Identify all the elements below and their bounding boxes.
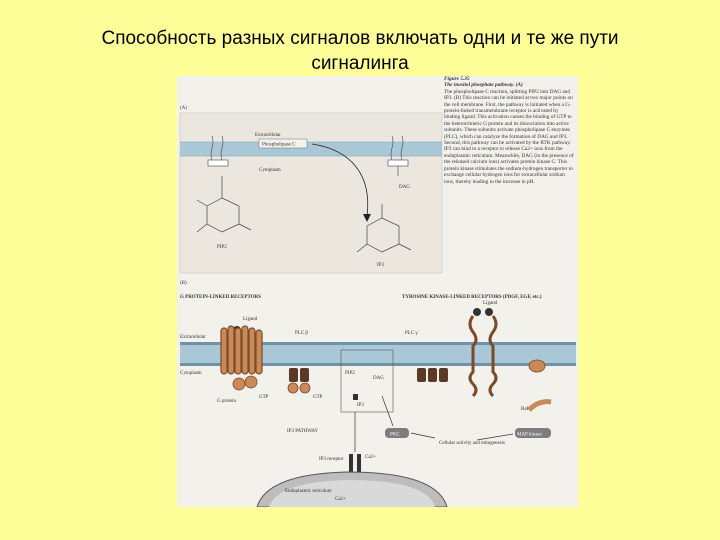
ip3-ring-right [356,204,412,253]
pathway-figure-drawing: (A) Extracellular Phospholipase C Cytopl… [179,106,576,507]
dag-lipid-right [387,135,409,176]
gtp-label-2: GTP [313,395,323,400]
raf-shape [527,399,552,412]
caption-body: The phospholipase C reaction, splitting … [444,88,574,185]
map-kinase-label: MAP kinase [517,433,542,438]
reaction-arrow [311,143,369,217]
cellular-activity-label: Cellular activity and mitogenesis [439,441,505,446]
panel-b-membrane [180,344,576,364]
ip3-receptor-shape [349,454,361,484]
slide-title-line-2: сигналинга [311,53,409,74]
rtk-receptor [468,315,498,398]
map-to-activity-arrow [476,433,514,441]
pip2-ring-left [196,176,252,233]
panel-a-extracellular-label: Extracellular [255,133,281,138]
map-kinase-box [515,428,551,438]
calcium-label-bottom: Ca2+ [335,497,346,502]
rtk-header: TYROSINE KINASE-LINKED RECEPTORS (PDGF, … [402,295,542,300]
panel-a-enzyme-label: Phospholipase C [262,143,296,148]
pip2-dag-box [340,349,394,413]
panel-b-extracellular-label: Extracellular [180,335,206,340]
panel-a-cytoplasm-label: Cytoplasm [259,168,281,173]
caption-title: Figure 5.35 [444,76,470,82]
plc-gamma-shape [417,368,448,382]
ip3-pathway-label: IP3 PATHWAY [287,429,319,434]
g-protein-label: G protein [217,399,237,404]
slide-title: Способность разных сигналов включать одн… [0,26,720,76]
reaction-arrowhead [363,214,371,222]
panel-b-cytoplasm-label: Cytoplasm [180,371,202,376]
dag-label-a: DAG [399,185,410,190]
ip3-molecule [353,394,358,400]
calcium-label-top: Ca2+ [365,455,376,460]
gtp-label-1: GTP [259,395,269,400]
ras-shape [528,359,546,373]
plc-beta-shape [289,368,309,382]
ligand-left-label: Ligand [243,317,258,322]
plc-beta-label: PLC β [295,331,308,336]
figure-caption: Figure 5.35 The inositol phosphate pathw… [444,76,576,185]
panel-a-frame [179,112,443,274]
pip2-lipid-left [207,135,229,167]
panel-b-lipid-heads [180,342,576,366]
panel-a-enzyme-box [258,138,308,149]
g-protein-header: G PROTEIN-LINKED RECEPTORS [180,295,261,300]
caption-subtitle: The inositol phosphate pathway. (A) [444,82,523,89]
pkc-label: PKC [390,433,400,438]
panel-a-lipid-heads [180,141,442,157]
er-lumen [269,480,435,507]
panel-a-membrane [180,142,442,156]
panel-a-label: (A) [180,106,187,111]
pkc-box [385,428,409,438]
plc-gamma-label: PLC γ [405,331,418,336]
gpcr-receptor [220,325,263,375]
rtk-ligand [473,308,493,316]
dag-label-b: DAG [373,376,384,381]
pathway-figure: (A) Extracellular Phospholipase C Cytopl… [177,76,578,507]
g-protein-subunits [232,375,258,391]
ip3-receptor-label: IP3 receptor [319,457,344,462]
slide-title-line-1: Способность разных сигналов включать одн… [101,28,619,49]
panel-b-label: (B) [180,281,187,286]
er-label: Endoplasmic reticulum [285,489,332,494]
ip3-small-label: IP3 [357,403,364,408]
raf-label: Raf [521,407,529,412]
ligand-right-label: Ligand [483,301,498,306]
ip3-label-a: IP3 [377,263,384,268]
plc-beta-subunits [287,382,311,394]
pip2-label-b: PIP2 [345,371,355,376]
dag-to-pkc-arrow [381,395,394,427]
pip2-label-a: PIP2 [217,245,227,250]
pkc-to-activity-arrow [410,432,436,439]
